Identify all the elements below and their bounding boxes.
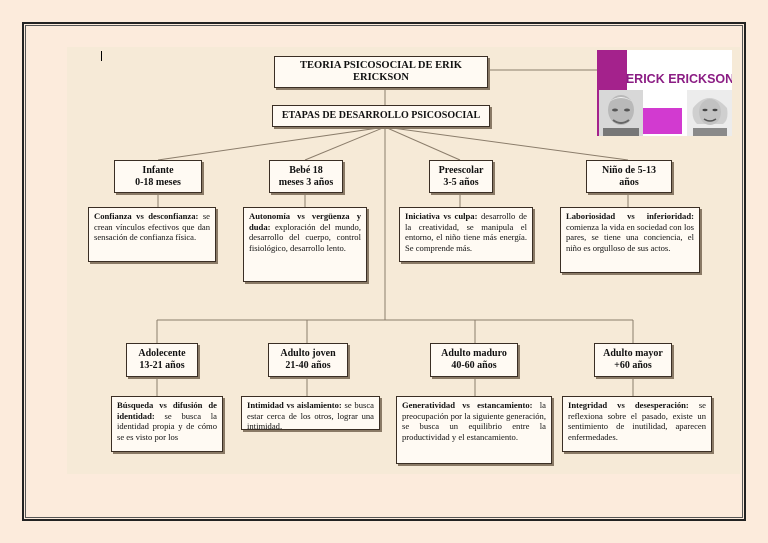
desc-preescolar: Iniciativa vs culpa: desarrollo de la cr… [399, 207, 533, 262]
desc-nino: Laboriosidad vs inferioridad: comienza l… [560, 207, 700, 273]
concept-adulto-maduro: Generatividad vs estancamiento: [402, 400, 533, 410]
stage-preescolar: Preescolar 3-5 años [429, 160, 493, 193]
concept-preescolar: Iniciativa vs culpa: [405, 211, 478, 221]
banner-name: ERICK ERICKSON [625, 72, 732, 86]
stage-adulto-joven: Adulto joven 21-40 años [268, 343, 348, 377]
text-cursor [101, 51, 102, 61]
text-adulto-joven: se busca estar cerca de los otros, logra… [247, 400, 374, 432]
concept-bebe: Autonomía vs vergüenza y duda: [249, 211, 361, 232]
desc-adolecente: Búsqueda vs difusión de identidad: se bu… [111, 396, 223, 452]
text-adulto-mayor: se reflexiona sobre el pasado, existe un… [568, 400, 706, 442]
desc-adulto-joven: Intimidad vs aislamiento: se busca estar… [241, 396, 380, 432]
portrait-left [599, 90, 643, 136]
stage-infante: Infante 0-18 meses [114, 160, 202, 193]
stage-bebe: Bebé 18 meses 3 años [269, 160, 343, 193]
erikson-banner: ERICK ERICKSON [597, 50, 732, 136]
text-adolecente: se busca la identidad propia y de cómo s… [117, 410, 217, 442]
concept-adolecente: Búsqueda vs difusión de identidad: [117, 400, 217, 421]
text-infante: se crean vínculos efectivos que dan sens… [94, 211, 210, 243]
concept-infante: Confianza vs desconfianza: [94, 211, 199, 221]
desc-adulto-mayor: Integridad vs desesperación: se reflexio… [562, 396, 712, 452]
main-title-box: TEORIA PSICOSOCIAL DE ERIK ERICKSON [274, 56, 488, 88]
desc-infante: Confianza vs desconfianza: se crean vínc… [88, 207, 216, 262]
concept-nino: Laboriosidad vs inferioridad: [566, 211, 694, 221]
text-bebe: exploración del mundo, desarrollo del cu… [249, 221, 361, 253]
stage-nino: Niño de 5-13 años [586, 160, 672, 193]
concept-adulto-joven: Intimidad vs aislamiento: [247, 400, 342, 410]
concept-adulto-mayor: Integridad vs desesperación: [568, 400, 689, 410]
inner-frame [25, 25, 743, 518]
text-adulto-maduro: la preocupación por la siguiente generac… [402, 400, 546, 442]
stage-adolecente: Adolecente 13-21 años [126, 343, 198, 377]
portrait-right [687, 90, 732, 136]
desc-adulto-maduro: Generatividad vs estancamiento: la preoc… [396, 396, 552, 464]
stage-adulto-mayor: Adulto mayor +60 años [594, 343, 672, 377]
subtitle-box: ETAPAS DE DESARROLLO PSICOSOCIAL [272, 105, 490, 127]
text-preescolar: desarrollo de la creatividad, se manipul… [405, 211, 527, 253]
text-nino: comienza la vida en sociedad con los par… [566, 221, 694, 253]
desc-bebe: Autonomía vs vergüenza y duda: exploraci… [243, 207, 367, 282]
stage-adulto-maduro: Adulto maduro 40-60 años [430, 343, 518, 377]
outer-frame [22, 22, 746, 521]
